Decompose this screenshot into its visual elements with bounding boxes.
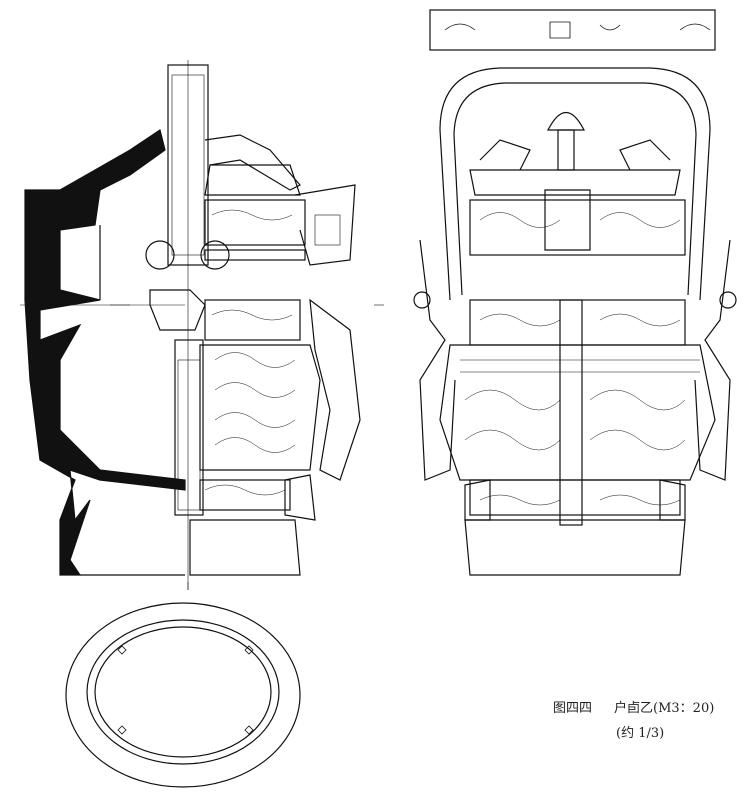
figure-title: 户卣乙(M3：20) <box>614 701 715 716</box>
figure-caption: 图四四 户卣乙(M3：20) <box>553 697 714 716</box>
figure-scale: (约 1/3) <box>616 726 665 741</box>
elevation-left <box>110 60 361 590</box>
plan-view <box>65 582 301 788</box>
figure-number: 图四四 <box>553 701 593 716</box>
elevation-right <box>374 9 737 576</box>
handle-band-rubbing <box>429 9 716 51</box>
cross-section-left <box>20 129 186 576</box>
